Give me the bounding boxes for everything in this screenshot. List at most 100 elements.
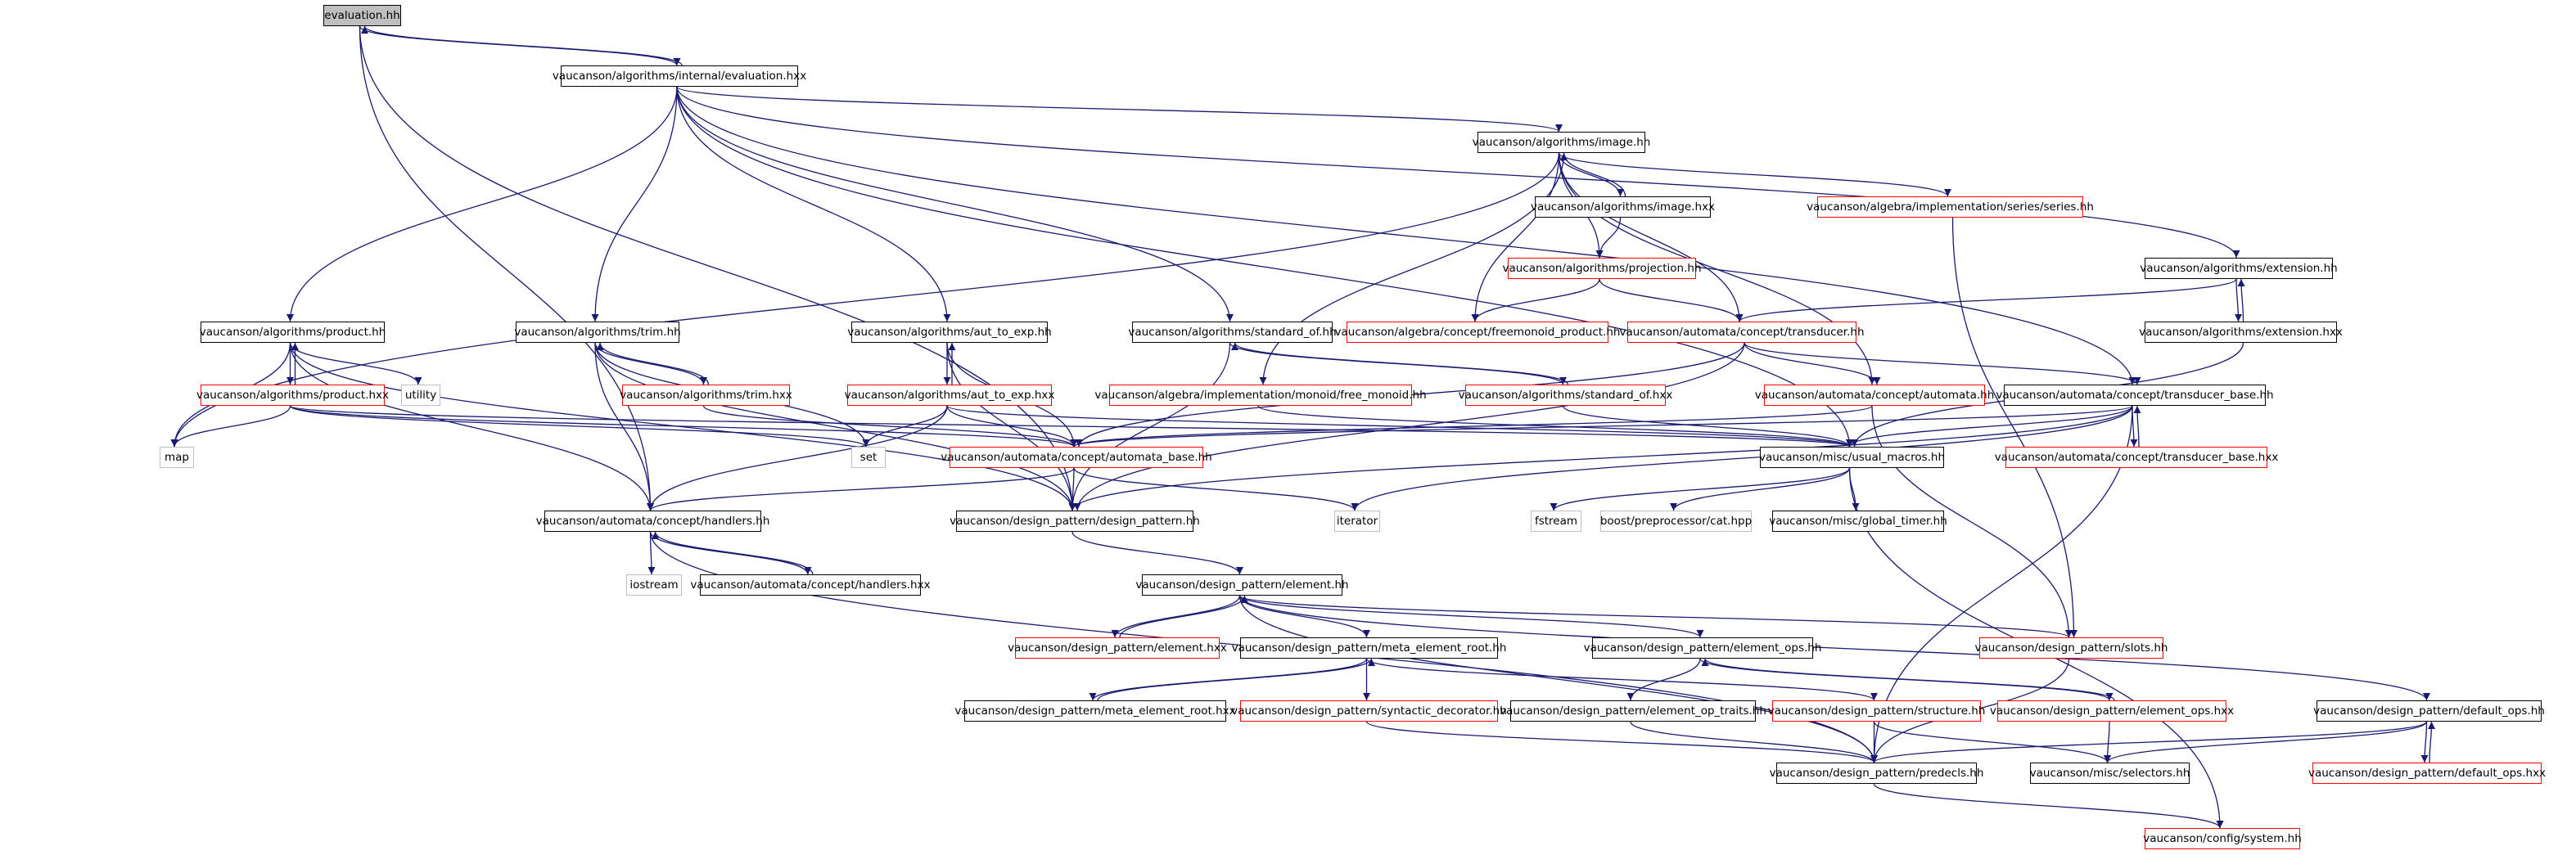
edge-n1-n0 — [361, 25, 683, 66]
edge-n17-n25 — [946, 405, 1853, 448]
node-predecls-hh[interactable]: vaucanson/design_pattern/predecls.hh — [1770, 763, 1983, 784]
node-extension-hh[interactable]: vaucanson/algorithms/extension.hh — [2140, 258, 2338, 279]
node-trim-hxx[interactable]: vaucanson/algorithms/trim.hxx — [620, 385, 792, 406]
edge-n14-n23 — [289, 405, 870, 448]
node-default-ops-hxx[interactable]: vaucanson/design_pattern/default_ops.hxx — [2308, 763, 2546, 784]
node-iostream[interactable]: iostream — [626, 574, 682, 596]
edge-n25-n30 — [1550, 467, 1851, 511]
node-transducer-base-hxx[interactable]: vaucanson/automata/concept/transducer_ba… — [1995, 447, 2278, 468]
edge-n44-n47 — [2104, 721, 2112, 763]
node-internal-evaluation-hxx[interactable]: vaucanson/algorithms/internal/evaluation… — [553, 65, 806, 87]
edge-n19-n13 — [1231, 342, 1569, 385]
node-automata-hh[interactable]: vaucanson/automata/concept/automata.hh — [1755, 385, 1994, 406]
edge-n17-n24 — [946, 405, 1078, 448]
node-transducer-base-hh[interactable]: vaucanson/automata/concept/transducer_ba… — [1996, 385, 2274, 406]
node-handlers-hxx[interactable]: vaucanson/automata/concept/handlers.hxx — [690, 574, 931, 596]
node-element-hxx[interactable]: vaucanson/design_pattern/element.hxx — [1008, 637, 1227, 659]
node-transducer-hh[interactable]: vaucanson/automata/concept/transducer.hh — [1619, 322, 1865, 343]
node-slots-hh[interactable]: vaucanson/design_pattern/slots.hh — [1975, 637, 2168, 659]
node-syntactic-decorator-hh[interactable]: vaucanson/design_pattern/syntactic_decor… — [1231, 700, 1507, 722]
edge-n5-n7 — [1471, 278, 1600, 322]
edge-n18-n25 — [1257, 405, 1853, 448]
edge-n1-n2 — [676, 86, 1563, 133]
edge-n41-n46 — [1365, 721, 1878, 763]
node-default-ops-hh[interactable]: vaucanson/design_pattern/default_ops.hh — [2313, 700, 2545, 722]
node-utility[interactable]: utility — [401, 385, 440, 406]
edge-n16-n11 — [596, 342, 710, 385]
edge-n21-n28 — [1068, 405, 2133, 511]
edge-n38-n42 — [1626, 658, 1701, 701]
edge-n8-n20 — [1744, 342, 1881, 385]
node-evaluation-hh[interactable]: evaluation.hh — [323, 5, 401, 26]
node-design-pattern-hh[interactable]: vaucanson/design_pattern/design_pattern.… — [950, 511, 1200, 532]
node-trim-hh[interactable]: vaucanson/algorithms/trim.hh — [514, 322, 681, 343]
edge-n1-n25 — [676, 86, 1853, 448]
edge-n21-n46 — [1870, 405, 2133, 763]
node-series-hh[interactable]: vaucanson/algebra/implementation/series/… — [1807, 196, 2094, 218]
edge-n6-n9 — [2234, 278, 2242, 322]
edge-n27-n33 — [647, 531, 656, 575]
edge-n1-n12 — [676, 86, 951, 322]
node-freemonoid-product-hh[interactable]: vaucanson/algebra/concept/freemonoid_pro… — [1335, 322, 1620, 343]
edge-n19-n25 — [1562, 405, 1853, 448]
node-extension-hxx[interactable]: vaucanson/algorithms/extension.hxx — [2139, 322, 2343, 343]
edge-n20-n24 — [1070, 405, 1873, 448]
edge-n16-n24 — [702, 405, 1078, 448]
node-map[interactable]: map — [160, 447, 194, 468]
node-handlers-hh[interactable]: vaucanson/automata/concept/handlers.hh — [536, 511, 769, 532]
node-iterator[interactable]: iterator — [1334, 511, 1380, 532]
node-automata-base-hh[interactable]: vaucanson/automata/concept/automata_base… — [941, 447, 1212, 468]
node-image-hh[interactable]: vaucanson/algorithms/image.hh — [1473, 132, 1650, 153]
edge-n45-n46 — [1870, 721, 2428, 763]
node-system-hh[interactable]: vaucanson/config/system.hh — [2143, 828, 2302, 849]
node-selectors-hh[interactable]: vaucanson/misc/selectors.hh — [2030, 763, 2190, 784]
node-element-hh[interactable]: vaucanson/design_pattern/element.hh — [1135, 574, 1349, 596]
edge-n6-n8 — [1735, 278, 2237, 322]
edge-n17-n27 — [647, 405, 948, 511]
node-product-hxx[interactable]: vaucanson/algorithms/product.hxx — [196, 385, 389, 406]
node-standard-of-hh[interactable]: vaucanson/algorithms/standard_of.hh — [1128, 322, 1337, 343]
node-boost-cat-hpp[interactable]: boost/preprocessor/cat.hpp — [1600, 511, 1752, 532]
edge-n14-n25 — [289, 405, 1853, 448]
edge-n45-n48 — [2420, 721, 2429, 763]
edge-n40-n37 — [1097, 658, 1375, 701]
edge-n10-n15 — [289, 342, 422, 385]
edge-n34-n27 — [652, 531, 814, 575]
edge-n48-n45 — [2427, 721, 2435, 763]
edge-n2-n4 — [1558, 152, 1951, 197]
node-standard-of-hxx[interactable]: vaucanson/algorithms/standard_of.hxx — [1459, 385, 1672, 406]
edge-n0-n28 — [359, 25, 1076, 511]
node-meta-element-root-hxx[interactable]: vaucanson/design_pattern/meta_element_ro… — [954, 700, 1236, 722]
edge-n21-n29 — [1351, 405, 2133, 511]
edge-n44-n38 — [1701, 658, 2115, 701]
edge-n3-n2 — [1560, 152, 1626, 197]
node-set[interactable]: set — [851, 447, 886, 468]
node-free-monoid-hh[interactable]: vaucanson/algebra/implementation/monoid/… — [1094, 385, 1427, 406]
node-projection-hh[interactable]: vaucanson/algorithms/projection.hh — [1502, 258, 1702, 279]
edge-n9-n6 — [2237, 278, 2245, 322]
node-aut-to-exp-hh[interactable]: vaucanson/algorithms/aut_to_exp.hh — [847, 322, 1052, 343]
node-element-ops-hxx[interactable]: vaucanson/design_pattern/element_ops.hxx — [1990, 700, 2234, 722]
edge-n0-n27 — [359, 25, 654, 511]
edge-n25-n31 — [1670, 467, 1851, 511]
node-structure-hh[interactable]: vaucanson/design_pattern/structure.hh — [1768, 700, 1985, 722]
edge-n1-n6 — [676, 86, 2240, 259]
node-element-ops-hh[interactable]: vaucanson/design_pattern/element_ops.hh — [1584, 637, 1821, 659]
node-usual-macros-hh[interactable]: vaucanson/misc/usual_macros.hh — [1759, 447, 1945, 468]
edge-n1-n11 — [591, 86, 678, 322]
edge-n26-n21 — [2133, 405, 2141, 448]
node-fstream[interactable]: fstream — [1531, 511, 1581, 532]
edge-n24-n29 — [1073, 467, 1359, 511]
edge-n43-n47 — [1873, 721, 2111, 763]
edge-n35-n36 — [1111, 595, 1241, 638]
edge-n35-n39 — [1238, 595, 2073, 638]
node-product-hh[interactable]: vaucanson/algorithms/product.hh — [200, 322, 386, 343]
edge-n37-n43 — [1365, 658, 1878, 701]
node-element-op-traits-hh[interactable]: vaucanson/design_pattern/element_op_trai… — [1500, 700, 1766, 722]
node-global-timer-hh[interactable]: vaucanson/misc/global_timer.hh — [1769, 511, 1947, 532]
edge-n5-n8 — [1599, 278, 1744, 322]
node-aut-to-exp-hxx[interactable]: vaucanson/algorithms/aut_to_exp.hxx — [845, 385, 1054, 406]
edge-n1-n13 — [676, 86, 1234, 322]
node-meta-element-root-hh[interactable]: vaucanson/design_pattern/meta_element_ro… — [1232, 637, 1506, 659]
node-image-hxx[interactable]: vaucanson/algorithms/image.hxx — [1531, 196, 1715, 218]
